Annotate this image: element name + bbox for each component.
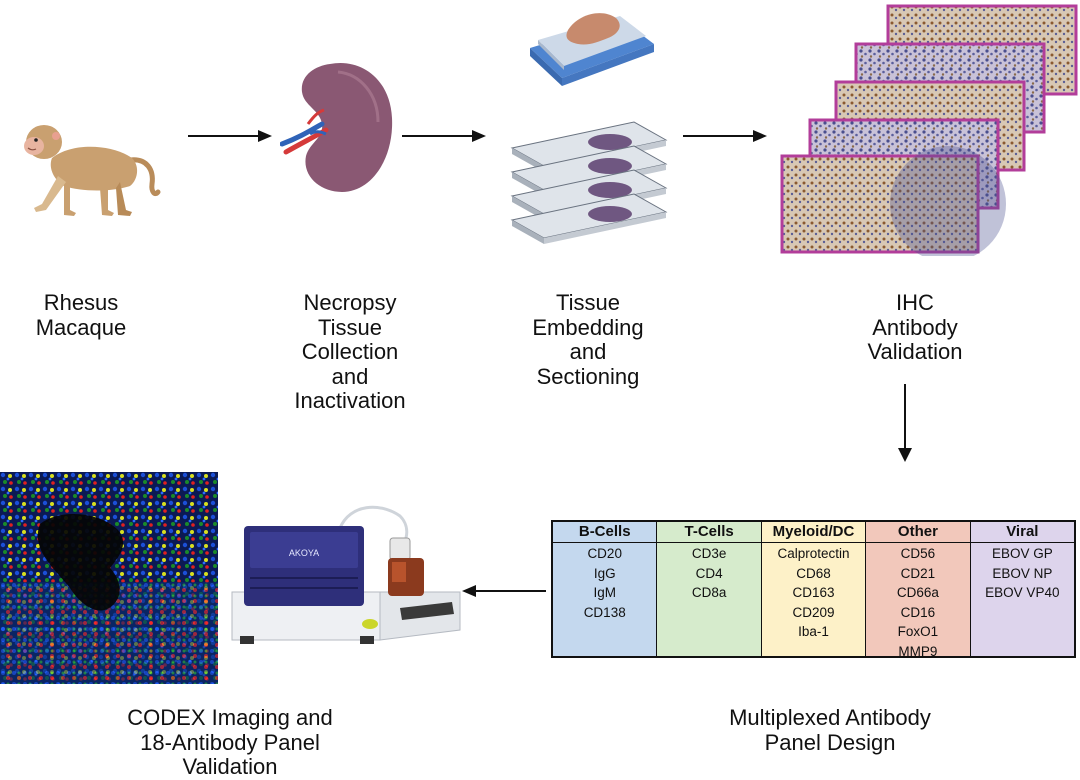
label-line: Necropsy [303, 290, 397, 315]
panel-marker: EBOV NP [992, 565, 1053, 581]
panel-marker: CD21 [900, 565, 936, 581]
label-line: Panel Design [764, 729, 896, 755]
panel-column-header: Myeloid/DC [761, 522, 866, 543]
panel-marker: CD138 [583, 604, 626, 620]
label-ihc-validation: IHC Antibody Validation [840, 290, 990, 365]
panel-column-myeloid-dc: Myeloid/DC Calprotectin CD68 CD163 CD209… [761, 522, 867, 656]
panel-marker: CD20 [587, 546, 622, 561]
label-codex: CODEX Imaging and 18-Antibody Panel Vali… [90, 705, 370, 780]
flow-arrow [188, 130, 272, 142]
label-line: Collection [301, 339, 399, 364]
flow-arrow [683, 130, 767, 142]
label-line: Rhesus [43, 290, 119, 315]
label-line: Sectioning [536, 363, 640, 389]
tissue-slides-illustration [510, 121, 668, 244]
panel-marker: CD163 [792, 585, 835, 600]
panel-column-header: Other [866, 522, 970, 543]
panel-marker: MMP9 [898, 643, 938, 659]
panel-marker: Calprotectin [777, 546, 850, 561]
tissue-block-illustration [530, 13, 654, 86]
panel-marker: CD16 [900, 604, 936, 620]
panel-marker: CD4 [695, 565, 723, 581]
panel-marker: Iba-1 [798, 624, 829, 639]
panel-marker: CD209 [792, 604, 835, 620]
label-line: Validation [182, 754, 278, 779]
panel-marker: EBOV GP [991, 546, 1053, 561]
panel-column-b-cells: B-Cells CD20 IgG IgM CD138 [553, 522, 658, 656]
label-line: CODEX Imaging and [127, 705, 333, 730]
panel-column-t-cells: T-Cells CD3e CD4 CD8a [657, 522, 762, 656]
panel-marker: CD56 [900, 546, 936, 561]
panel-column-viral: Viral EBOV GP EBOV NP EBOV VP40 [970, 522, 1075, 656]
ihc-image-stack [780, 4, 1078, 256]
label-line: Inactivation [294, 388, 406, 413]
label-tissue-embedding: Tissue Embedding and Sectioning [508, 290, 668, 389]
flow-arrow-down [898, 384, 912, 462]
flow-arrow-left [462, 585, 546, 597]
label-rhesus-macaque: Rhesus Macaque [12, 290, 150, 340]
label-line: 18-Antibody Panel [140, 729, 320, 755]
label-line: Multiplexed Antibody [729, 705, 931, 730]
label-line: Embedding [532, 314, 644, 340]
rhesus-macaque-illustration [24, 125, 161, 216]
panel-column-header: T-Cells [657, 522, 761, 543]
panel-column-other: Other CD56 CD21 CD66a CD16 FoxO1 MMP9 [866, 522, 971, 659]
label-panel-design: Multiplexed Antibody Panel Design [680, 705, 980, 755]
akoya-logo: AKOYA [289, 548, 319, 558]
codex-multiplex-image [0, 472, 218, 684]
label-necropsy: Necropsy Tissue Collection and Inactivat… [260, 290, 440, 414]
panel-marker: EBOV VP40 [985, 585, 1060, 600]
label-line: Tissue [556, 290, 620, 315]
codex-instrument-illustration: AKOYA [231, 505, 461, 644]
label-line: Antibody [872, 314, 958, 340]
flow-arrow [402, 130, 486, 142]
panel-column-header: B-Cells [553, 522, 657, 543]
label-line: Validation [867, 339, 963, 364]
panel-marker: FoxO1 [897, 624, 939, 639]
panel-column-header: Viral [970, 522, 1075, 543]
panel-marker: CD3e [691, 546, 727, 561]
panel-marker: IgG [593, 565, 616, 581]
panel-marker: CD68 [796, 565, 831, 581]
kidney-illustration [280, 62, 393, 192]
label-line: and [331, 363, 369, 389]
label-line: IHC [896, 290, 934, 315]
panel-marker: CD8a [691, 585, 727, 600]
label-line: Macaque [35, 314, 127, 340]
panel-marker: CD66a [896, 585, 939, 600]
label-line: Tissue [318, 314, 382, 340]
antibody-panel-table: B-Cells CD20 IgG IgM CD138 T-Cells CD3e … [551, 520, 1076, 659]
panel-marker: IgM [593, 585, 616, 600]
label-line: and [569, 339, 607, 364]
